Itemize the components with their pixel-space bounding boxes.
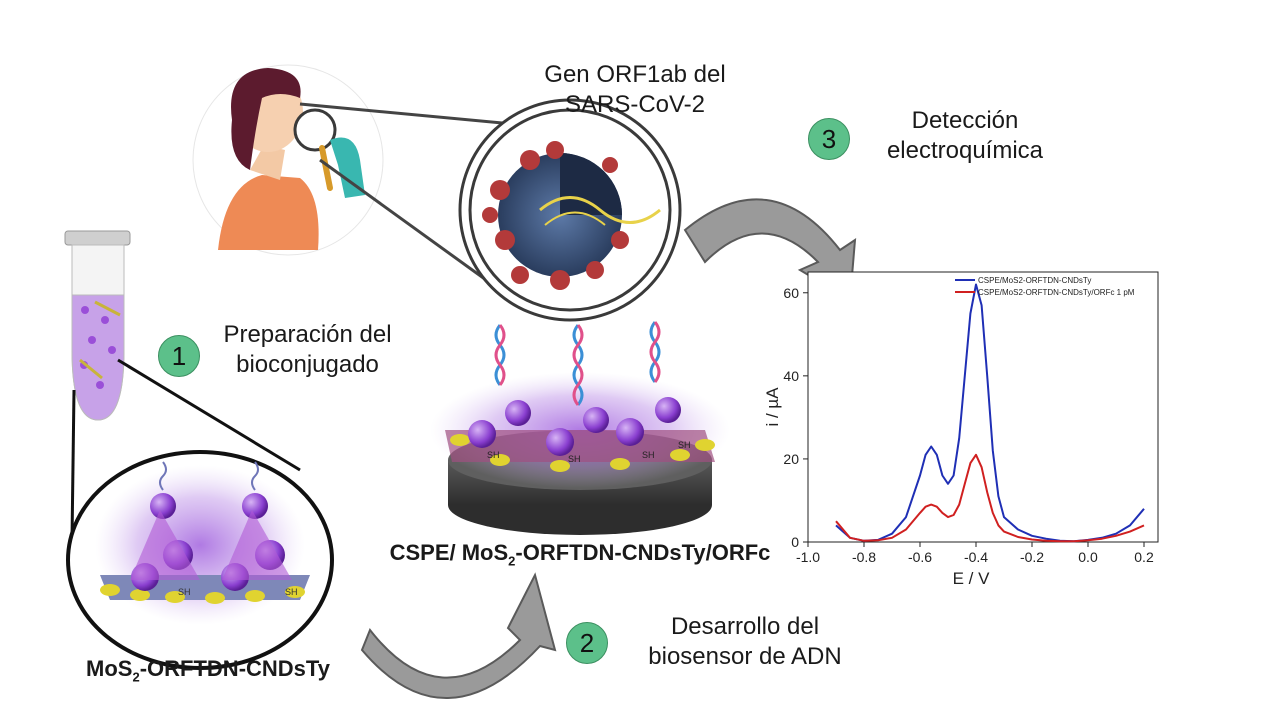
bioconjugate-illustration: SH SH <box>66 450 334 670</box>
y-tick-label: 0 <box>791 534 799 550</box>
step1-badge: 1 <box>158 335 200 377</box>
patient-swab-illustration <box>192 64 384 256</box>
x-tick-label: -0.8 <box>852 549 876 565</box>
y-tick-label: 20 <box>783 451 799 467</box>
bioconjugate-label: MoS2-ORFTDN-CNDsTy <box>48 656 368 684</box>
x-axis-label: E / V <box>953 569 991 588</box>
electrode-illustration: SH SH SH SH <box>430 321 730 535</box>
gene-title-line2: SARS-CoV-2 <box>564 91 706 118</box>
step1-label: Preparación del bioconjugado <box>195 320 420 380</box>
x-tick-label: -1.0 <box>796 549 820 565</box>
svg-text:SH: SH <box>178 587 191 597</box>
step2-label-line1: Desarrollo del <box>670 613 820 640</box>
tube-illustration <box>64 230 131 421</box>
gene-title-line1: Gen ORF1ab del <box>544 61 726 88</box>
electrode-label: CSPE/ MoS2-ORFTDN-CNDsTy/ORFc <box>370 540 790 568</box>
step3-label-line2: electroquímica <box>886 137 1044 164</box>
step2-badge: 2 <box>566 622 608 664</box>
electrode-label-pre: CSPE/ MoS <box>389 540 509 565</box>
x-tick-label: -0.6 <box>908 549 932 565</box>
series-line-2 <box>835 453 1145 543</box>
svg-text:SH: SH <box>642 450 655 460</box>
bioconjugate-label-post: -ORFTDN-CNDsTy <box>139 656 330 681</box>
bioconjugate-label-pre: MoS <box>86 656 133 681</box>
x-tick-label: -0.4 <box>964 549 988 565</box>
arrow-to-electrode <box>360 572 557 699</box>
voltammetry-chart: -1.0 -0.8 -0.6 -0.4 -0.2 0.0 0.2 0 20 40 60 E / V i … <box>763 271 1159 588</box>
svg-text:SH: SH <box>487 450 500 460</box>
electrode-label-post: -ORFTDN-CNDsTy/ORFc <box>515 540 771 565</box>
legend-label-1: CSPE/MoS2-ORFTDN-CNDsTy <box>978 276 1091 285</box>
svg-text:SH: SH <box>678 440 691 450</box>
step2-label-line2: biosensor de ADN <box>648 643 842 670</box>
x-tick-label: 0.0 <box>1078 549 1098 565</box>
step1-label-line1: Preparación del <box>223 321 392 348</box>
x-tick-label: 0.2 <box>1134 549 1154 565</box>
y-axis-label: i / µA <box>763 387 782 427</box>
x-tick-label: -0.2 <box>1020 549 1044 565</box>
step3-badge: 3 <box>808 118 850 160</box>
y-tick-label: 60 <box>783 285 799 301</box>
electrode-label-sub: 2 <box>508 553 516 569</box>
step3-label: Detección electroquímica <box>855 106 1075 166</box>
y-tick-label: 40 <box>783 368 799 384</box>
virus-illustration <box>458 98 682 322</box>
bioconjugate-label-sub: 2 <box>132 669 140 685</box>
legend-label-2: CSPE/MoS2-ORFTDN-CNDsTy/ORFc 1 pM <box>978 288 1135 297</box>
svg-text:SH: SH <box>285 587 298 597</box>
step1-label-line2: bioconjugado <box>236 351 379 378</box>
step2-label: Desarrollo del biosensor de ADN <box>620 612 870 672</box>
gene-title: Gen ORF1ab del SARS-CoV-2 <box>470 60 800 120</box>
step3-label-line1: Detección <box>911 107 1019 134</box>
svg-text:SH: SH <box>568 454 581 464</box>
